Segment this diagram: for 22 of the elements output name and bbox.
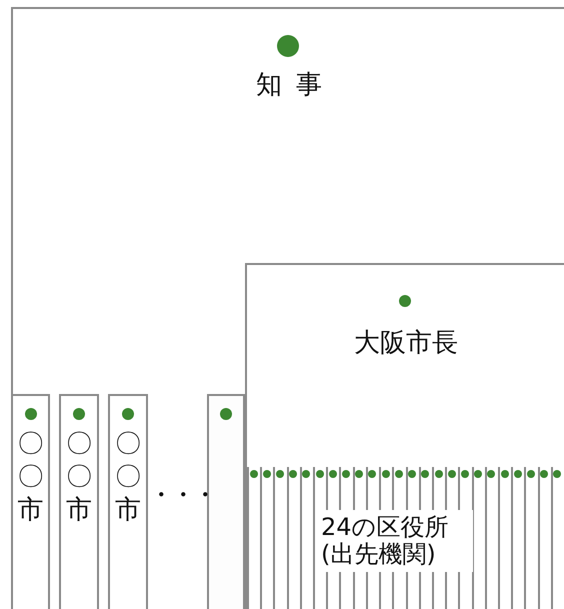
governor-label: 知事 [255,69,337,102]
bar-box [260,467,274,609]
bar-box [550,467,564,609]
city-label: 〇〇市 [114,428,142,527]
city-box [59,394,99,609]
bar-box [207,394,245,609]
city-label: 〇〇市 [17,428,44,527]
bar-box [247,467,260,609]
bar-box [484,467,498,609]
bar-box [538,467,551,609]
mayor-label: 大阪市長 [353,327,459,360]
bar-box [286,467,300,609]
ellipsis-label: ・・・ [150,482,216,510]
city-label: 〇〇市 [66,428,92,527]
bar-box [524,467,538,609]
mayor-box [245,263,564,609]
city-box [108,394,148,609]
bar-box [498,467,512,609]
governor-box [11,7,564,609]
bar-box [273,467,287,609]
bar-box [511,467,524,609]
city-box [11,394,50,609]
